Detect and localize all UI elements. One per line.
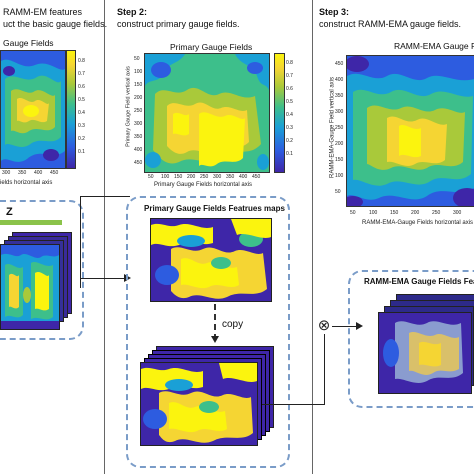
step1-cbar-tick: 0.6: [78, 84, 85, 90]
step3-heatmap: [347, 56, 474, 206]
multiply-to-step3-arrowhead: [356, 322, 363, 330]
step1-to-step2-arrow-v: [80, 196, 81, 288]
step2-subtitle: construct primary gauge fields.: [117, 19, 240, 29]
step3-ytick: 300: [335, 109, 344, 115]
step2-ytick: 450: [134, 160, 143, 166]
step1-cbar-tick: 0.8: [78, 58, 85, 64]
step2-xlabel: Primary Gauge Fields horizontal axis: [154, 182, 253, 188]
step3-xtick: 100: [369, 210, 378, 216]
step2-ytick: 50: [134, 56, 140, 62]
step1-feature-box: [0, 200, 84, 340]
step2-ytick: 200: [134, 95, 143, 101]
step2-ytick: 300: [134, 121, 143, 127]
step2-ytick: 150: [134, 82, 143, 88]
step1-plot-title: Gauge Fields: [3, 38, 54, 48]
step2-cbar-tick: 0.4: [286, 112, 293, 118]
step2-ylabel: Primary Gauge Field vertical axis: [125, 66, 132, 147]
step3-xtick: 250: [432, 210, 441, 216]
step1-to-step2-arrow-h2: [80, 278, 126, 279]
step2-colorbar: [274, 53, 285, 173]
step1-cbar-tick: 0.3: [78, 123, 85, 129]
step3-xtick: 50: [350, 210, 356, 216]
step2-feature-map: [150, 218, 272, 302]
step2-heatmap: [145, 54, 269, 172]
step3-ytick: 250: [335, 125, 344, 131]
step2-cbar-tick: 0.7: [286, 73, 293, 79]
step2-xtick: 250: [200, 174, 209, 180]
step3-ytick: 100: [335, 173, 344, 179]
step3-feature-box: [348, 270, 474, 408]
copy-arrowhead: [211, 336, 219, 343]
step2-ytick: 350: [134, 134, 143, 140]
step3-heading: Step 3:: [319, 7, 350, 17]
step1-to-step2-arrow-h: [80, 196, 130, 197]
copy-label: copy: [222, 319, 244, 330]
divider-step1-step2: [104, 0, 105, 474]
step1-colorbar: [66, 50, 76, 169]
step3-xtick: 300: [453, 210, 462, 216]
step1-xtick: 450: [50, 170, 59, 176]
step2-ytick: 400: [134, 147, 143, 153]
step1-heatmap: [1, 51, 65, 168]
step1-cbar-tick: 0.2: [78, 136, 85, 142]
step3-gauge-plot: [346, 55, 474, 207]
step2-cbar-tick: 0.2: [286, 138, 293, 144]
step1-z-label: Z: [6, 206, 13, 218]
step2-xtick: 100: [161, 174, 170, 180]
step2-maps-title: Primary Gauge Fields Featrues maps: [144, 204, 285, 213]
step3-ytick: 400: [335, 77, 344, 83]
step2-ytick: 250: [134, 108, 143, 114]
multiply-operator-icon: ⊗: [317, 317, 331, 334]
step2-xtick: 300: [213, 174, 222, 180]
step3-xtick: 200: [411, 210, 420, 216]
step2-xtick: 50: [148, 174, 154, 180]
step3-feature-front: [378, 312, 472, 394]
step3-ytick: 50: [335, 189, 341, 195]
step1-cbar-tick: 0.1: [78, 149, 85, 155]
step1-xtick: 300: [2, 170, 11, 176]
step2-to-multiply-arrow-v: [324, 334, 325, 405]
step1-cbar-tick: 0.4: [78, 110, 85, 116]
copy-arrow-shaft: [214, 304, 216, 340]
step3-xtick: 150: [390, 210, 399, 216]
step3-ytick: 350: [335, 93, 344, 99]
step1-cbar-tick: 0.5: [78, 97, 85, 103]
step3-ytick: 150: [335, 157, 344, 163]
step2-feature-box: [126, 196, 290, 468]
step3-subtitle: construct RAMM-EMA gauge fields.: [319, 19, 462, 29]
step1-gauge-plot: [0, 50, 66, 169]
step2-copied-front: [140, 362, 258, 446]
step1-cbar-tick: 0.7: [78, 71, 85, 77]
step1-line2: uct the basic gauge fields.: [3, 19, 108, 29]
step3-xlabel: RAMM-EMA-Gauge Fields horizontal axis: [362, 220, 474, 226]
step1-xtick: 350: [18, 170, 27, 176]
step2-cbar-tick: 0.3: [286, 125, 293, 131]
step2-to-multiply-arrow-h: [262, 404, 324, 405]
step1-line1: RAMM-EM features: [3, 7, 83, 17]
step1-xtick: 400: [34, 170, 43, 176]
step1-z-axis-line: [0, 220, 62, 225]
divider-step2-step3: [312, 0, 313, 474]
step2-xtick: 150: [174, 174, 183, 180]
step2-cbar-tick: 0.8: [286, 60, 293, 66]
step2-xtick: 400: [239, 174, 248, 180]
step2-xtick: 350: [226, 174, 235, 180]
step2-cbar-tick: 0.6: [286, 86, 293, 92]
step1-feature-front: [0, 244, 60, 330]
step2-heading: Step 2:: [117, 7, 148, 17]
step3-ytick: 200: [335, 141, 344, 147]
step3-maps-title: RAMM-EMA Gauge Fields Featu: [364, 277, 474, 286]
step2-gauge-plot: [144, 53, 270, 173]
step2-ytick: 100: [134, 69, 143, 75]
step2-cbar-tick: 0.1: [286, 151, 293, 157]
multiply-to-step3-arrow: [332, 326, 358, 327]
step2-xtick: 200: [187, 174, 196, 180]
step1-xlabel: ields horizontal axis: [0, 180, 53, 186]
step2-plot-title: Primary Gauge Fields: [170, 42, 253, 52]
step3-ytick: 450: [335, 61, 344, 67]
step2-xtick: 450: [252, 174, 261, 180]
step2-cbar-tick: 0.5: [286, 99, 293, 105]
step3-plot-title: RAMM-EMA Gauge Fields: [394, 41, 474, 51]
